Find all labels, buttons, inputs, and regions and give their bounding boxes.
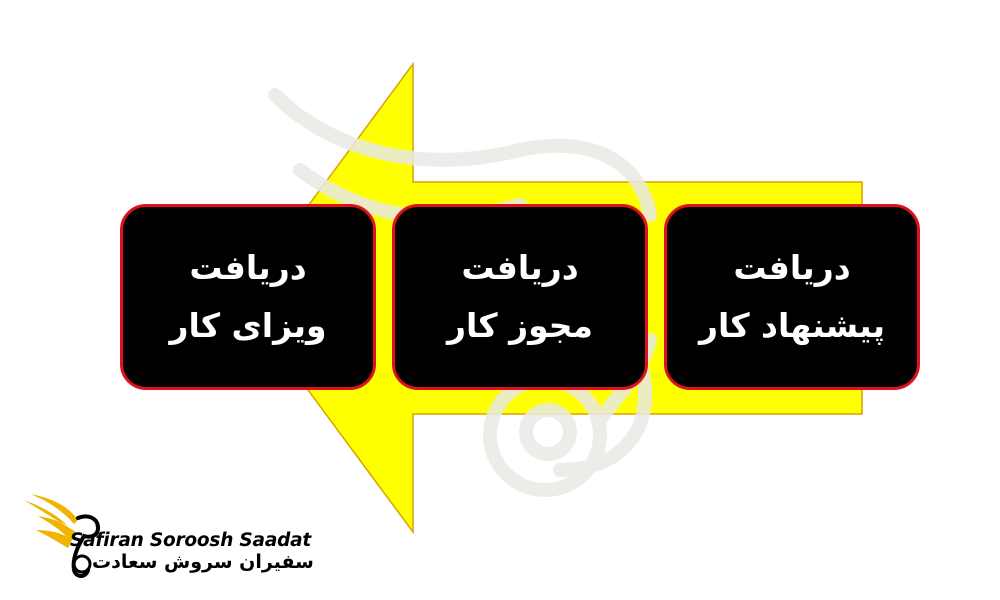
step-title: دریافت xyxy=(461,248,579,288)
logo-text-fa: سفیران سروش سعادت xyxy=(92,551,314,573)
step-title: دریافت xyxy=(733,248,851,288)
logo-text-en: Safiran Soroosh Saadat xyxy=(70,530,312,551)
step-box-job-offer: دریافت پیشنهاد کار xyxy=(664,204,920,390)
step-box-work-visa: دریافت ویزای کار xyxy=(120,204,376,390)
step-subtitle: پیشنهاد کار xyxy=(698,306,886,345)
step-subtitle: ویزای کار xyxy=(169,306,327,345)
step-title: دریافت xyxy=(189,248,307,288)
step-box-work-permit: دریافت مجوز کار xyxy=(392,204,648,390)
step-subtitle: مجوز کار xyxy=(447,306,593,345)
golden-bird-logo-icon xyxy=(24,494,101,578)
